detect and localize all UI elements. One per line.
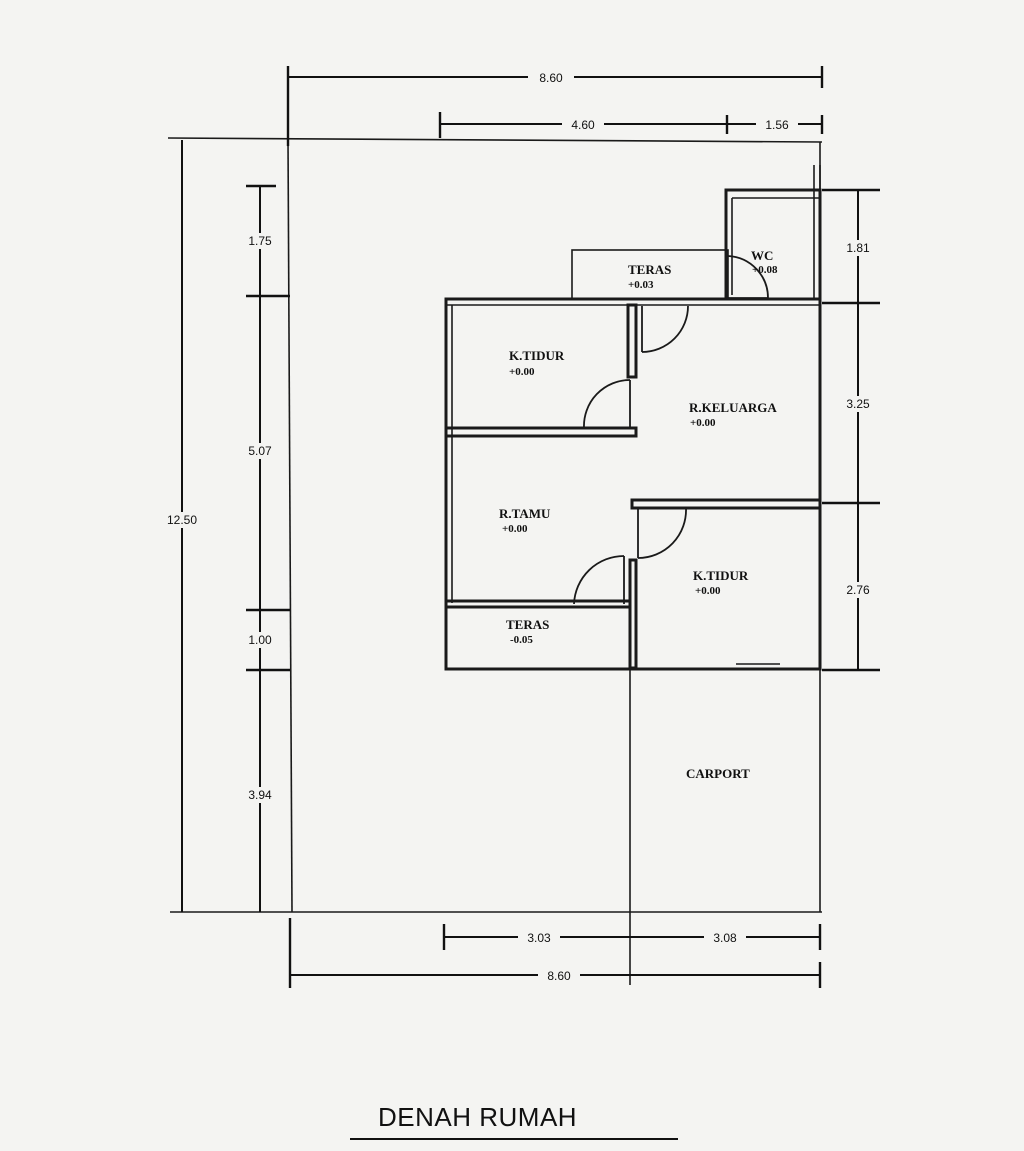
wall-bedroom1-right [626, 303, 638, 379]
room-name-teras-front: TERAS [506, 617, 549, 632]
room-name-teras-back: TERAS [628, 262, 671, 277]
door-wc [727, 255, 769, 299]
site-boundary [167, 137, 823, 985]
door-entrance [573, 555, 625, 605]
dim-bottom-left: 3.03 [527, 931, 551, 945]
room-name-r-keluarga: R.KELUARGA [689, 400, 777, 415]
dim-left-1: 1.75 [248, 234, 272, 248]
dim-right-3: 2.76 [846, 583, 870, 597]
dimension-lines: 8.60 4.60 1.56 12.50 1.75 5.07 1.00 3.94 [158, 66, 880, 988]
dim-right-1: 1.81 [846, 241, 870, 255]
room-name-wc: WC [751, 248, 773, 263]
room-name-carport: CARPORT [686, 766, 750, 781]
dim-bottom-right: 3.08 [713, 931, 737, 945]
door-bedroom1-lower [583, 379, 631, 429]
wall-bedroom2-top [630, 498, 822, 510]
doors [573, 255, 769, 605]
dim-top-mid: 4.60 [571, 118, 595, 132]
dim-top-right: 1.56 [765, 118, 789, 132]
wall-front-terrace [444, 599, 632, 609]
back-terrace-outline [571, 249, 729, 300]
building-walls [444, 165, 822, 671]
wc-outline [724, 188, 822, 301]
dim-left-total: 12.50 [167, 513, 197, 527]
house-outline [444, 297, 822, 671]
room-level-wc: +0.08 [752, 264, 778, 276]
dim-top-total: 8.60 [539, 71, 563, 85]
room-level-k-tidur-1: +0.00 [509, 366, 535, 378]
dim-right-2: 3.25 [846, 397, 870, 411]
room-level-r-keluarga: +0.00 [690, 417, 716, 429]
title-underline [350, 1138, 678, 1140]
dim-bottom-total: 8.60 [547, 969, 571, 983]
door-bedroom1-upper [641, 305, 689, 353]
wall-bedroom2-left [628, 558, 638, 670]
dim-left-4: 3.94 [248, 788, 272, 802]
room-level-teras-front: -0.05 [510, 634, 533, 646]
room-name-k-tidur-2: K.TIDUR [693, 568, 749, 583]
room-name-k-tidur-1: K.TIDUR [509, 348, 565, 363]
door-bedroom2 [637, 507, 687, 559]
room-level-k-tidur-2: +0.00 [695, 585, 721, 597]
dim-left-3: 1.00 [248, 633, 272, 647]
wall-bedroom1-bottom [444, 426, 638, 438]
dim-left-2: 5.07 [248, 444, 272, 458]
room-level-r-tamu: +0.00 [502, 523, 528, 535]
room-name-r-tamu: R.TAMU [499, 506, 551, 521]
drawing-title: DENAH RUMAH [378, 1102, 578, 1132]
room-labels: TERAS +0.03 WC +0.08 K.TIDUR +0.00 R.KEL… [499, 248, 778, 781]
room-level-teras-back: +0.03 [628, 279, 654, 291]
